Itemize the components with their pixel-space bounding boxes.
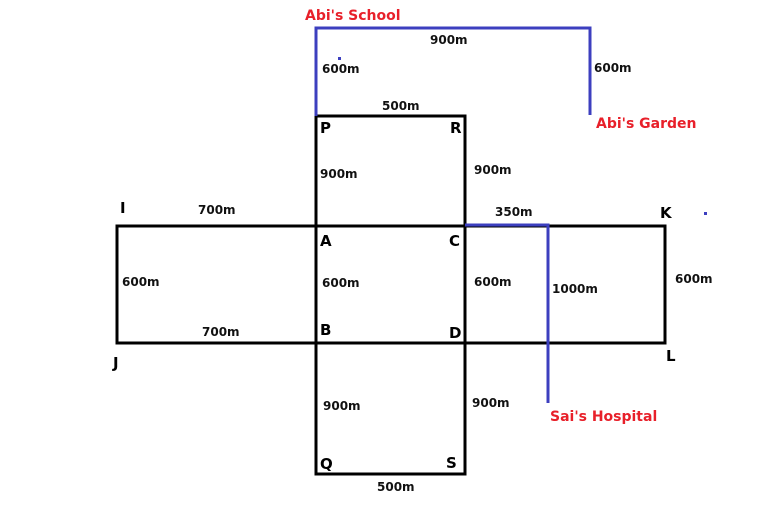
dist-CD: 600m [474,275,512,289]
point-C: C [449,232,460,250]
place-hospital: Sai's Hospital [550,409,657,425]
dist-school-left: 600m [322,62,360,76]
point-P: P [320,119,331,137]
dist-RC: 900m [474,163,512,177]
dist-JB: 700m [202,325,240,339]
dist-QS: 500m [377,480,415,494]
point-K: K [660,204,673,222]
dist-BQ: 900m [323,399,361,413]
dist-PR: 500m [382,99,420,113]
point-Q: Q [320,455,333,473]
point-R: R [450,119,462,137]
place-garden: Abi's Garden [596,116,696,132]
point-J: J [112,354,119,372]
route-to-hospital [465,223,550,403]
dist-DS: 900m [472,396,510,410]
point-S: S [446,454,457,472]
dist-IA: 700m [198,203,236,217]
dist-AB: 600m [322,276,360,290]
point-B: B [320,321,331,339]
point-I: I [120,199,126,217]
dist-route-down: 1000m [552,282,598,296]
dist-KL: 600m [675,272,713,286]
dot-mark [338,57,341,60]
dist-C-route: 350m [495,205,533,219]
dot-mark [704,212,707,215]
dist-PA: 900m [320,167,358,181]
point-A: A [320,232,332,250]
dist-IJ: 600m [122,275,160,289]
point-D: D [449,324,461,342]
place-school: Abi's School [305,8,401,24]
route-school-garden [314,26,592,116]
rect-CKLD [463,224,667,345]
point-L: L [666,347,676,365]
rect-BDSQ [314,341,467,476]
dist-garden-right: 600m [594,61,632,75]
dist-school-top: 900m [430,33,468,47]
